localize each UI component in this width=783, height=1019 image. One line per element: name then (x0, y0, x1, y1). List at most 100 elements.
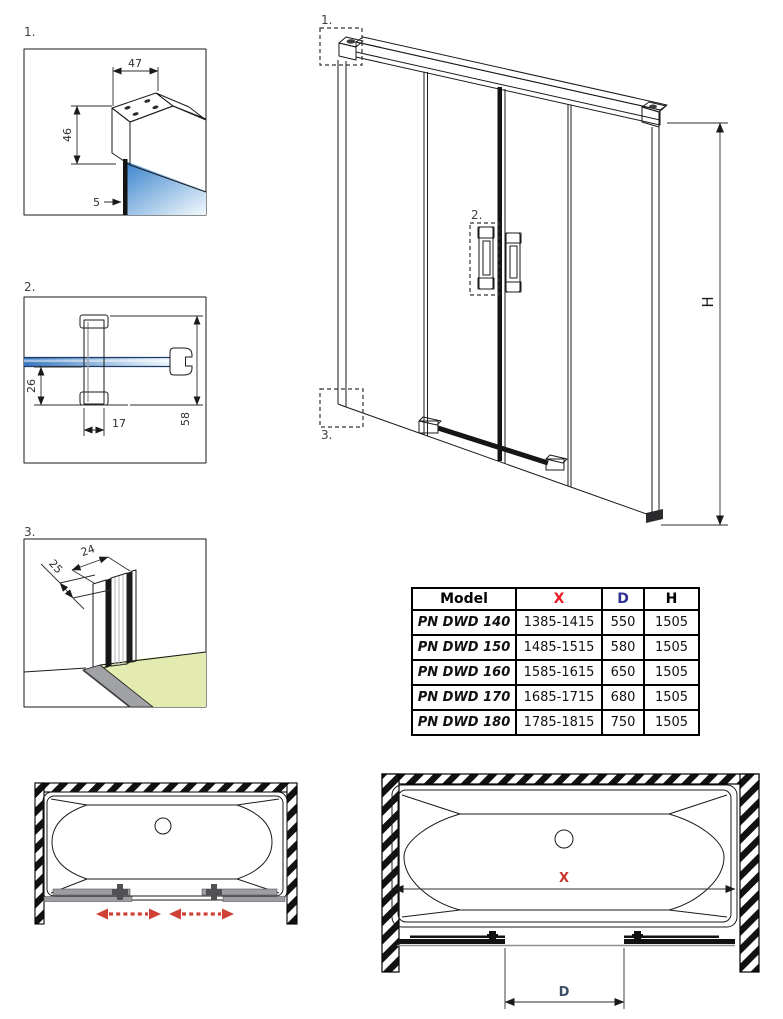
handle-marker (206, 884, 222, 900)
door-handle-section (79, 314, 109, 406)
slide-direction-arrows (96, 908, 234, 920)
floor-corner-line (23, 667, 87, 673)
dim-47-label: 47 (128, 57, 142, 70)
dim-D: D (504, 948, 625, 1009)
h-cell: 1505 (643, 709, 700, 736)
callout-2: 2. (469, 208, 500, 296)
detail-2-drawing: 2. 26 17 (23, 280, 207, 464)
callout-2-label: 2. (471, 208, 482, 222)
dim-24-label: 24 (79, 542, 96, 559)
model-cell: PN DWD 150 (411, 634, 517, 661)
dim-25-label: 25 (46, 557, 65, 576)
x-cell: 1585-1615 (515, 659, 603, 686)
dim-X: X (393, 871, 736, 893)
wall-profile-clip (169, 347, 193, 376)
header-x: X (515, 587, 603, 611)
screw-hole (144, 99, 151, 103)
detail-3-marker: 3. (24, 525, 35, 539)
dim-17-label: 17 (112, 417, 126, 430)
dim-5-label: 5 (93, 196, 100, 209)
bottom-wall-profile (92, 569, 137, 672)
bottom-guide-rail (82, 664, 155, 708)
callout-1-label: 1. (321, 13, 332, 27)
glass-pane-top-view (24, 356, 170, 368)
door-handle-right (504, 232, 522, 293)
table-header-row: Model X D H (411, 587, 700, 611)
plan-view-dimensioned: X D (381, 773, 760, 1009)
x-cell: 1785-1815 (515, 709, 603, 736)
dim-24: 24 (71, 542, 131, 584)
profile-end-face (111, 107, 131, 166)
guide-block (545, 458, 565, 471)
detail-3-drawing: 3. 24 (23, 525, 207, 708)
sliding-doors-plan (397, 931, 735, 947)
top-rail-profile (111, 92, 207, 193)
callout-3: 3. (319, 388, 364, 442)
door-handle-left (477, 226, 495, 290)
table-row: PN DWD 170 1685-1715 680 1505 (411, 684, 700, 711)
dim-58-label: 58 (179, 412, 192, 426)
table-row: PN DWD 160 1585-1615 650 1505 (411, 659, 700, 686)
callout-3-label: 3. (321, 428, 332, 442)
rail-end-cap-left (338, 36, 364, 61)
screw-hole (152, 105, 159, 110)
bottom-edge (345, 406, 656, 518)
spec-table: Model X D H PN DWD 140 1385-1415 550 150… (411, 587, 700, 736)
header-d: D (601, 587, 645, 611)
bottom-guide (418, 416, 568, 471)
table-row: PN DWD 180 1785-1815 750 1505 (411, 709, 700, 736)
dim-26: 26 (25, 366, 128, 406)
handle-marker (112, 884, 128, 900)
model-cell: PN DWD 160 (411, 659, 517, 686)
dim-26-label: 26 (25, 379, 38, 393)
d-cell: 750 (601, 709, 645, 736)
model-cell: PN DWD 170 (411, 684, 517, 711)
screw-hole (132, 112, 139, 116)
header-model: Model (411, 587, 517, 611)
drain-circle (554, 829, 574, 849)
glass-panels (337, 60, 663, 523)
detail-2-marker: 2. (24, 280, 35, 294)
dim-46: 46 (61, 105, 116, 165)
door-closing-profile (497, 87, 502, 461)
handle-marker (487, 931, 498, 940)
d-cell: 650 (601, 659, 645, 686)
model-cell: PN DWD 180 (411, 709, 517, 736)
dim-58: 58 (110, 315, 203, 426)
h-cell: 1505 (643, 684, 700, 711)
detail-2-frame (23, 296, 207, 464)
screw-plate (111, 92, 174, 123)
wall-hatching (381, 773, 760, 973)
table-row: PN DWD 150 1485-1515 580 1505 (411, 634, 700, 661)
plan-view-small (34, 782, 298, 925)
dim-D-label: D (559, 985, 570, 1000)
detail-1-marker: 1. (24, 25, 35, 39)
model-cell: PN DWD 140 (411, 609, 517, 636)
guide-block (418, 420, 439, 434)
handle-end-cap (79, 314, 109, 329)
h-cell: 1505 (643, 609, 700, 636)
dim-17: 17 (83, 408, 126, 436)
detail-3-frame (23, 538, 207, 708)
d-cell: 580 (601, 634, 645, 661)
dim-25: 25 (40, 557, 111, 610)
rail-end-cap-right (641, 101, 667, 128)
x-cell: 1685-1715 (515, 684, 603, 711)
screw-hole (124, 106, 131, 110)
d-cell: 550 (601, 609, 645, 636)
table-row: PN DWD 140 1385-1415 550 1505 (411, 609, 700, 636)
x-cell: 1485-1515 (515, 634, 603, 661)
dim-X-label: X (559, 871, 569, 886)
shower-floor (23, 651, 207, 707)
wall-hatching (34, 782, 298, 925)
right-bottom-cap (646, 509, 663, 523)
h-cell: 1505 (643, 634, 700, 661)
dim-5: 5 (93, 196, 122, 209)
top-rail (355, 36, 668, 126)
header-h: H (643, 587, 700, 611)
bathtub-outline (42, 791, 288, 901)
glass-panel-edge (123, 159, 206, 215)
handle-marker (632, 931, 643, 940)
x-cell: 1385-1415 (515, 609, 603, 636)
